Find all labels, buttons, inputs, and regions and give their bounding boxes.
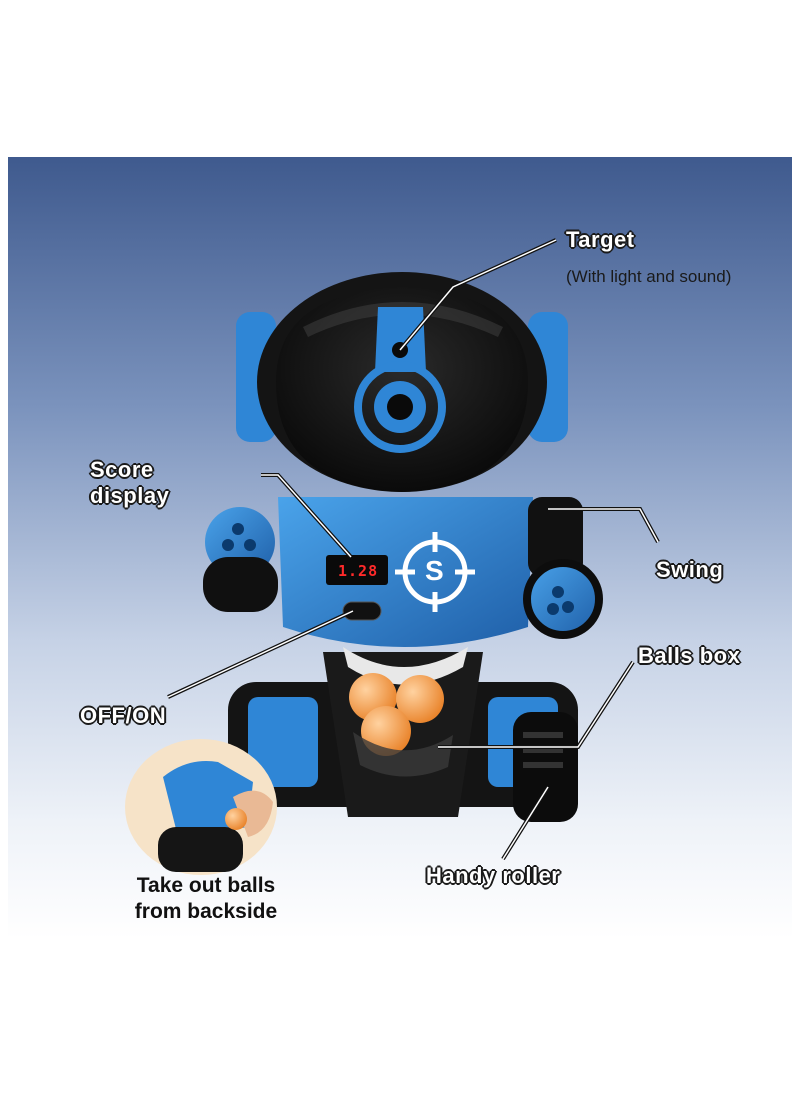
robot-arms <box>203 497 603 639</box>
label-balls-box: Balls box <box>638 643 741 668</box>
target-logo <box>395 532 475 612</box>
target <box>354 307 446 453</box>
balls-box <box>349 673 453 777</box>
label-take-out-balls: Take out balls from backside <box>126 873 286 925</box>
label-target: Target <box>566 227 635 252</box>
label-target-note: (With light and sound) <box>566 267 732 286</box>
score-display-screen <box>326 555 388 585</box>
label-score-display-line1: Score <box>90 457 154 482</box>
label-off-on: OFF/ON <box>80 703 167 728</box>
score-readout: 1.28 <box>338 562 379 580</box>
robot-torso <box>278 497 533 647</box>
product-panel: 1.28 S Target (With light and sound) Sco… <box>8 157 792 939</box>
label-take-out-line2: from backside <box>134 900 278 923</box>
robot-illustration <box>125 238 660 875</box>
hand-icon <box>233 790 273 837</box>
label-handy-roller: Handy roller <box>426 863 561 888</box>
logo-letter: S <box>425 555 444 586</box>
power-switch <box>342 601 382 621</box>
label-take-out-line1: Take out balls <box>136 874 276 897</box>
label-score-display: Score display <box>90 457 169 509</box>
callout-lines <box>167 238 660 861</box>
label-score-display-line2: display <box>90 483 170 508</box>
label-swing: Swing <box>656 557 724 582</box>
backside-inset <box>125 739 277 875</box>
